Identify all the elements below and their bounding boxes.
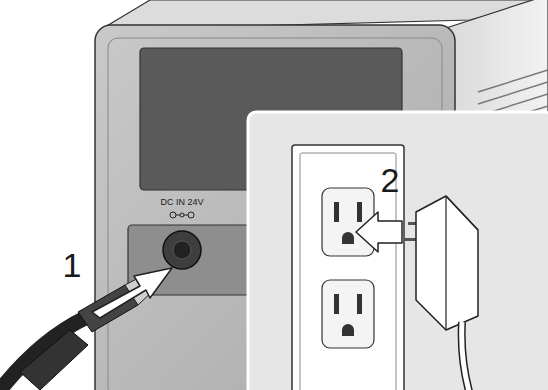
insert-arrow: [92, 268, 172, 318]
wall-plate: [292, 145, 404, 390]
ferrite-core: [20, 330, 88, 390]
dc-jack: [163, 231, 201, 269]
callout-number: 1: [63, 248, 82, 282]
callout-number: 2: [381, 163, 400, 197]
ac-adapter: [404, 196, 478, 390]
plug-in-arrow: [356, 212, 402, 252]
inset-panel: [248, 112, 548, 390]
polarity-symbol: [170, 212, 194, 218]
dc-jack-pin: [173, 241, 191, 259]
port-label: DC IN 24V: [160, 198, 203, 207]
outlet: [322, 188, 374, 348]
